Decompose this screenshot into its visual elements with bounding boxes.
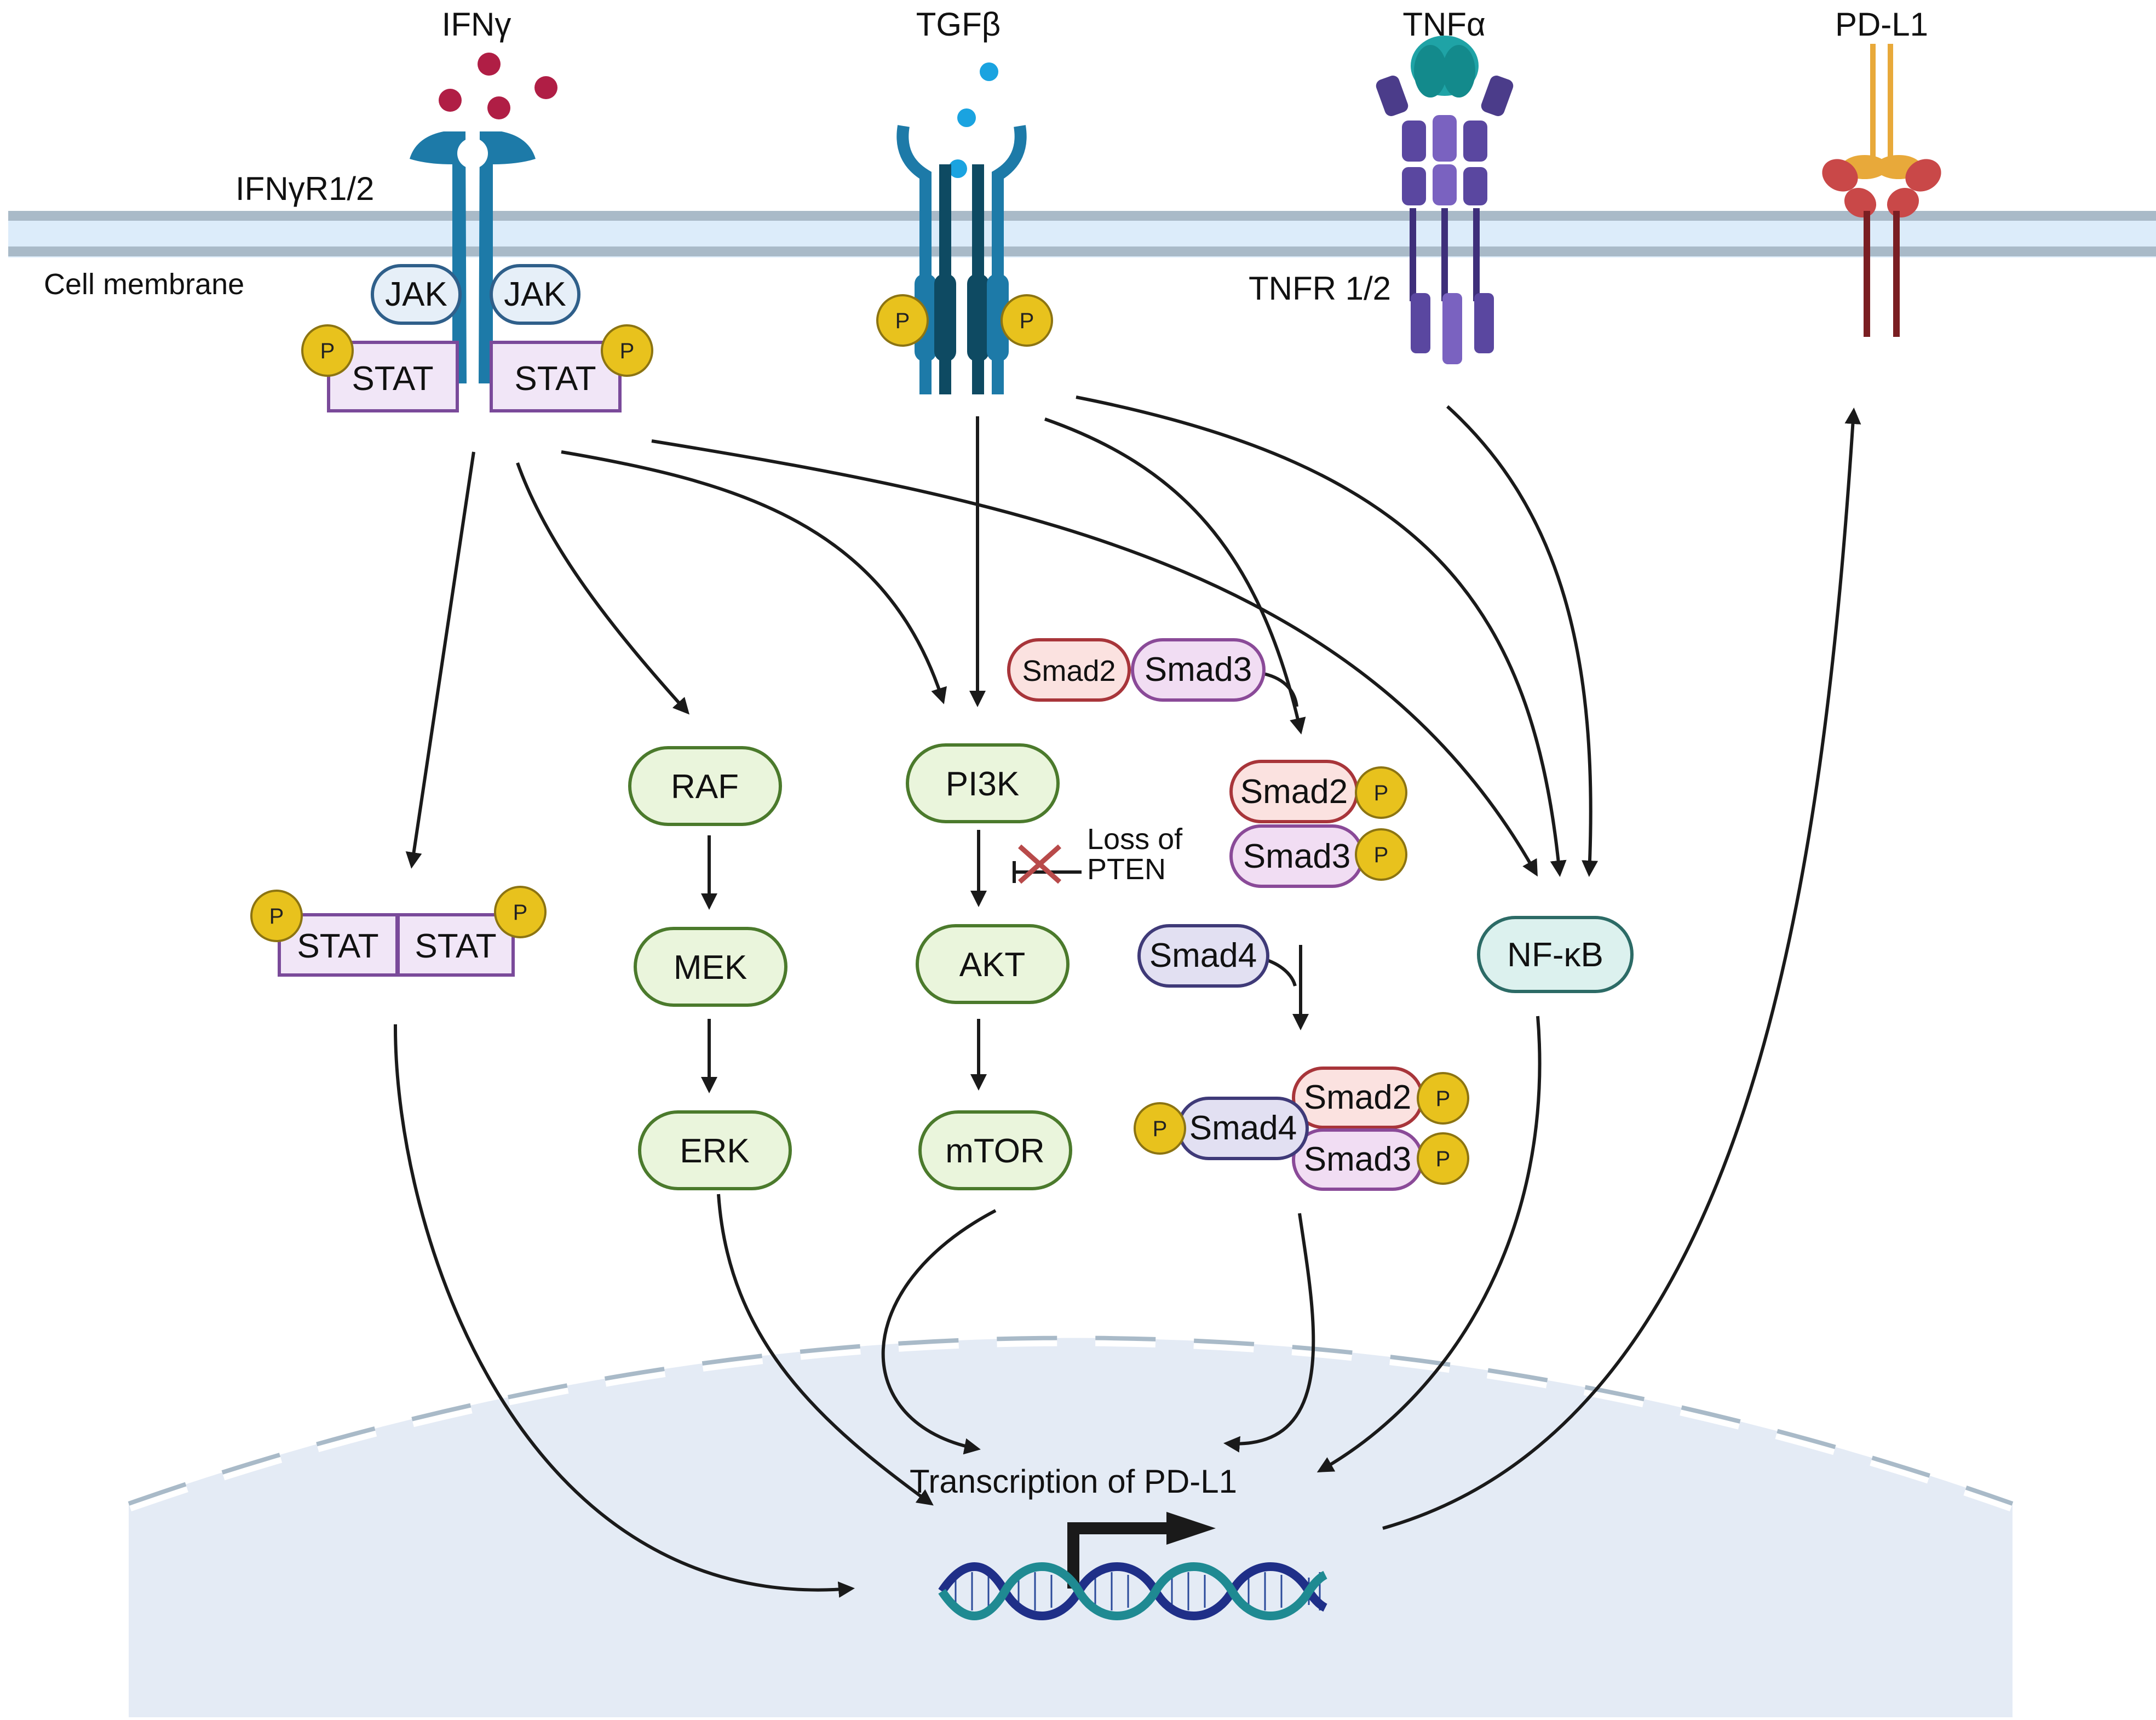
svg-text:P: P — [513, 901, 528, 925]
ifngr-receptor — [410, 131, 536, 383]
stat-dimer-right: STAT — [396, 913, 515, 977]
stat-right-membrane: STAT — [490, 341, 622, 412]
phospho-smad2: P — [1355, 766, 1407, 819]
svg-text:ERK: ERK — [680, 1132, 749, 1170]
cell-membrane — [8, 211, 2156, 257]
jak-right: JAK — [490, 264, 580, 325]
svg-text:P: P — [1020, 309, 1034, 333]
tgfb-receptor — [896, 125, 1027, 394]
svg-text:JAK: JAK — [504, 276, 566, 313]
dna-helix-icon — [938, 1562, 1327, 1620]
transcription-start-arrow — [1067, 1512, 1216, 1589]
phospho-smad2-complex: P — [1417, 1072, 1469, 1125]
svg-text:STAT: STAT — [297, 927, 378, 965]
transcription-label: Transcription of PD-L1 — [910, 1463, 1237, 1500]
tnfa-label: TNFα — [1402, 6, 1485, 43]
svg-text:STAT: STAT — [514, 360, 596, 398]
pten-label-line1: Loss of — [1087, 823, 1183, 856]
svg-text:NF-κB: NF-κB — [1507, 936, 1603, 974]
smad4-free: Smad4 — [1137, 924, 1269, 988]
pten-label-line2: PTEN — [1087, 853, 1166, 886]
ifngr-label: IFNγR1/2 — [235, 170, 374, 207]
svg-text:mTOR: mTOR — [945, 1132, 1044, 1170]
svg-text:Smad4: Smad4 — [1149, 937, 1257, 974]
phospho-tgfbr-left: P — [876, 294, 929, 347]
phospho-stat-right-membrane: P — [601, 324, 653, 377]
phospho-stat-left-membrane: P — [301, 324, 354, 377]
svg-text:Smad2: Smad2 — [1022, 655, 1116, 687]
tnfr-label: TNFR 1/2 — [1249, 270, 1391, 307]
smad-complex: Smad2 Smad3 Smad4 — [1177, 1067, 1424, 1191]
jak-left: JAK — [371, 264, 462, 325]
svg-text:Smad2: Smad2 — [1240, 773, 1348, 811]
tgfb-label: TGFβ — [916, 6, 1001, 43]
svg-text:MEK: MEK — [674, 949, 747, 987]
svg-text:PI3K: PI3K — [946, 765, 1019, 803]
cell-membrane-label: Cell membrane — [44, 268, 244, 301]
svg-text:P: P — [1374, 781, 1389, 805]
svg-text:JAK: JAK — [385, 276, 447, 313]
pten-loss-indicator: Loss of PTEN — [1013, 823, 1183, 886]
svg-text:P: P — [269, 904, 284, 928]
raf-node: RAF — [628, 746, 782, 826]
phospho-stat-dimer-right: P — [494, 886, 547, 938]
tnfa-tnfr-complex — [1376, 36, 1514, 364]
akt-node: AKT — [916, 924, 1070, 1004]
svg-text:P: P — [320, 339, 335, 363]
phospho-stat-dimer-left: P — [250, 890, 303, 942]
smad2-free: Smad2 — [1007, 638, 1131, 702]
svg-text:P: P — [1374, 843, 1389, 867]
svg-text:P: P — [1436, 1087, 1451, 1111]
svg-text:P: P — [1436, 1147, 1451, 1171]
svg-text:STAT: STAT — [415, 927, 496, 965]
nfkb-node: NF-κB — [1477, 916, 1634, 993]
phospho-smad4-complex: P — [1134, 1102, 1186, 1155]
svg-text:P: P — [620, 339, 635, 363]
pd-l1-membrane-protein — [1822, 44, 1941, 337]
smad2-complex-label: Smad2 — [1304, 1079, 1411, 1116]
pd-l1-label: PD-L1 — [1835, 6, 1928, 43]
svg-text:P: P — [1153, 1117, 1168, 1141]
smad2-phosphorylated: Smad2 — [1229, 760, 1359, 823]
svg-text:Smad3: Smad3 — [1145, 651, 1252, 689]
erk-node: ERK — [638, 1110, 792, 1190]
smad3-complex-label: Smad3 — [1304, 1140, 1411, 1178]
phospho-smad3-complex: P — [1417, 1132, 1469, 1185]
smad3-free: Smad3 — [1131, 638, 1266, 702]
phospho-smad3: P — [1355, 828, 1407, 881]
svg-text:RAF: RAF — [671, 768, 739, 806]
pi3k-node: PI3K — [906, 743, 1060, 823]
smad4-complex-label: Smad4 — [1189, 1109, 1297, 1147]
mtor-node: mTOR — [918, 1110, 1072, 1190]
ifng-label: IFNγ — [442, 6, 511, 43]
mek-node: MEK — [634, 927, 787, 1007]
svg-text:P: P — [895, 309, 910, 333]
tgfb-ligand-molecules — [948, 62, 998, 178]
smad3-phosphorylated: Smad3 — [1229, 824, 1364, 888]
svg-text:STAT: STAT — [352, 360, 433, 398]
svg-text:Smad3: Smad3 — [1243, 838, 1350, 875]
phospho-tgfbr-right: P — [1001, 294, 1053, 347]
svg-text:AKT: AKT — [959, 946, 1026, 984]
